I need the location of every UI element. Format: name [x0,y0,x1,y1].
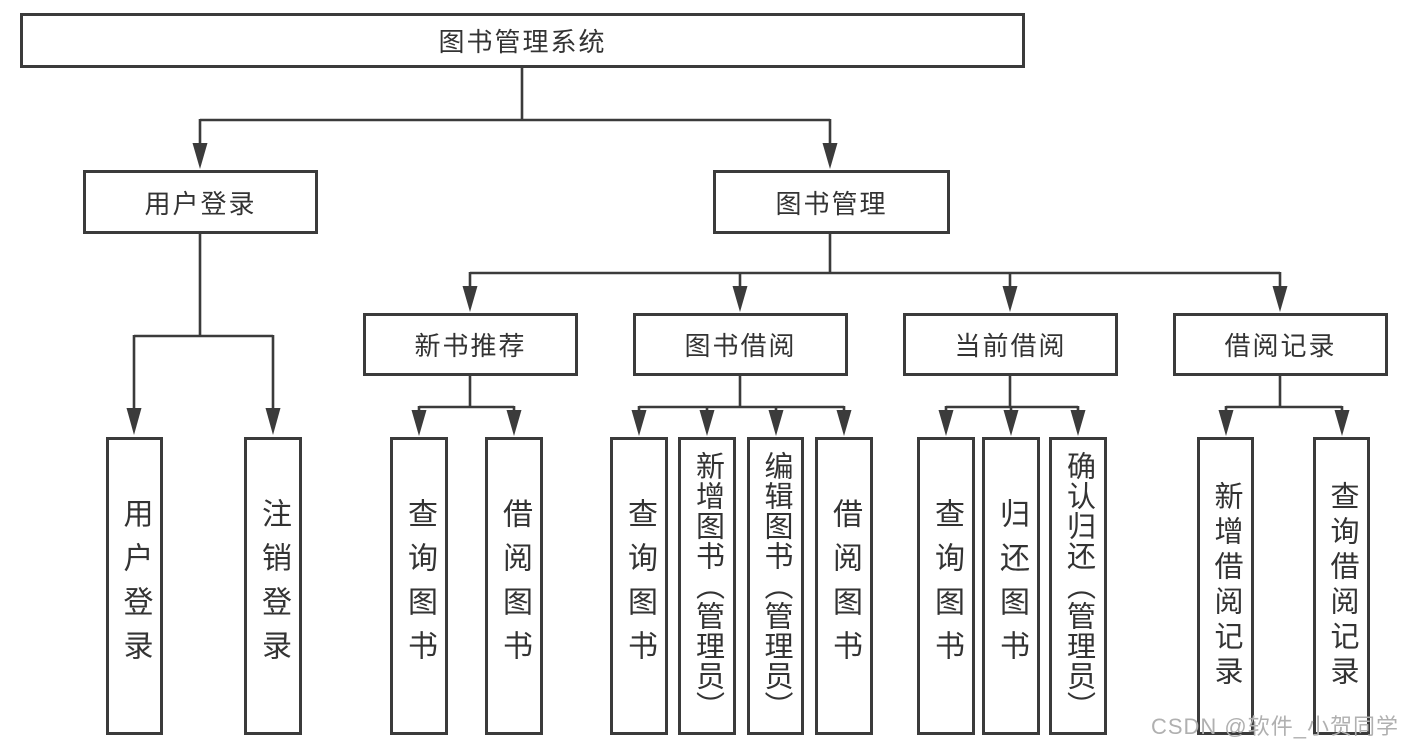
node-current-borrowing: 当前借阅 [903,313,1118,376]
leaf-recommend-query-books-label: 查询图书 [403,498,436,674]
leaf-borrow-query-books-label: 查询图书 [623,498,656,674]
leaf-return-books: 归还图书 [982,437,1040,735]
leaf-borrow-books-label: 借阅图书 [828,498,861,674]
leaf-current-query-books-label: 查询图书 [930,498,963,674]
node-book-management-label: 图书管理 [775,188,888,219]
leaf-user-login-label: 用户登录 [118,498,152,674]
leaf-edit-books-admin-label: 编辑图书（管理员） [760,451,792,721]
leaf-add-books-admin: 新增图书（管理员） [678,437,736,735]
node-new-book-recommend: 新书推荐 [363,313,578,376]
node-root: 图书管理系统 [20,13,1025,68]
leaf-recommend-query-books: 查询图书 [390,437,448,735]
leaf-borrow-books: 借阅图书 [815,437,873,735]
leaf-confirm-return-admin: 确认归还（管理员） [1049,437,1107,735]
leaf-current-query-books: 查询图书 [917,437,975,735]
node-user-login: 用户登录 [83,170,318,234]
node-root-label: 图书管理系统 [438,27,607,57]
node-borrowing-records: 借阅记录 [1173,313,1388,376]
leaf-confirm-return-admin-label: 确认归还（管理员） [1062,451,1095,721]
leaf-borrow-query-books: 查询图书 [610,437,668,735]
leaf-logout: 注销登录 [244,437,302,735]
leaf-user-login: 用户登录 [106,437,163,735]
leaf-recommend-borrow-books-label: 借阅图书 [498,498,531,674]
leaf-add-borrow-record-label: 新增借阅记录 [1210,481,1242,691]
leaf-add-books-admin-label: 新增图书（管理员） [691,451,724,721]
leaf-query-borrow-record: 查询借阅记录 [1313,437,1370,735]
node-user-login-label: 用户登录 [144,188,257,219]
leaf-logout-label: 注销登录 [257,498,290,674]
leaf-edit-books-admin: 编辑图书（管理员） [747,437,804,735]
leaf-return-books-label: 归还图书 [995,498,1028,674]
node-new-book-recommend-label: 新书推荐 [414,331,527,361]
node-book-borrowing-label: 图书借阅 [684,331,797,361]
node-book-management: 图书管理 [713,170,950,234]
leaf-recommend-borrow-books: 借阅图书 [485,437,543,735]
node-book-borrowing: 图书借阅 [633,313,848,376]
node-borrowing-records-label: 借阅记录 [1224,331,1337,361]
node-current-borrowing-label: 当前借阅 [954,331,1067,361]
leaf-query-borrow-record-label: 查询借阅记录 [1326,481,1358,691]
leaf-add-borrow-record: 新增借阅记录 [1197,437,1254,735]
watermark: CSDN @软件_小贺同学 [1150,714,1399,739]
